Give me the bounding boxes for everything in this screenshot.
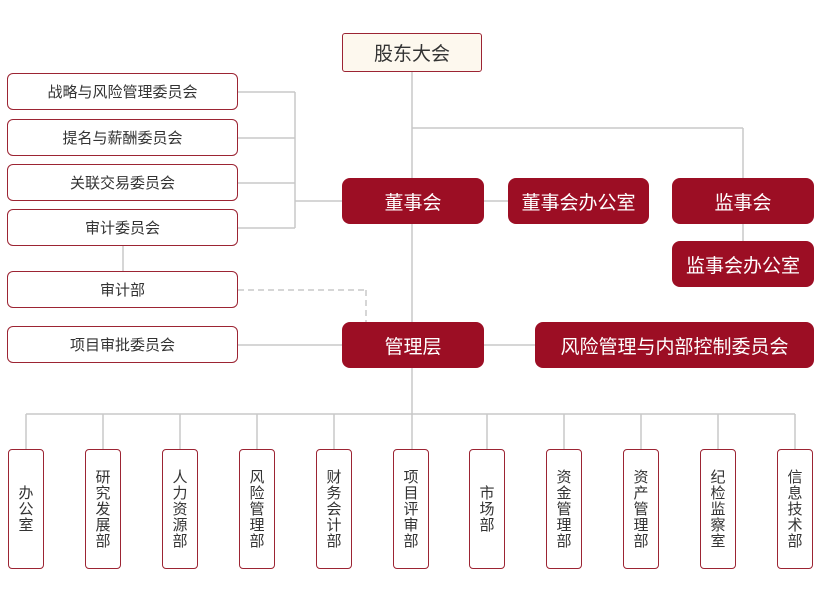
dept-project-review: 项目评审部 [393,449,429,569]
committee-label: 审计委员会 [84,219,160,237]
project-approval-committee: 项目审批委员会 [7,326,238,363]
project-approval-label: 项目审批委员会 [69,336,175,354]
audit-department-label: 审计部 [99,281,145,299]
committee-related-trade: 关联交易委员会 [7,164,238,201]
dept-label: 项目评审部 [401,469,420,549]
dept-discipline: 纪检监察室 [700,449,736,569]
supervisory-board-office: 监事会办公室 [672,241,814,287]
committee-nomination-pay: 提名与薪酬委员会 [7,119,238,156]
board-label: 董事会 [384,191,442,214]
dept-hr: 人力资源部 [162,449,198,569]
dept-label: 人力资源部 [170,469,189,549]
dept-label: 风险管理部 [247,469,266,549]
dept-research: 研究发展部 [85,449,121,569]
committee-audit: 审计委员会 [7,209,238,246]
dept-it: 信息技术部 [777,449,813,569]
dept-label: 市场部 [477,485,496,533]
dept-fund: 资金管理部 [546,449,582,569]
dept-risk: 风险管理部 [239,449,275,569]
supervisory-board: 监事会 [672,178,814,224]
management-label: 管理层 [384,335,442,358]
dept-label: 纪检监察室 [708,469,727,549]
audit-department: 审计部 [7,271,238,308]
risk-internal-control-committee: 风险管理与内部控制委员会 [535,322,814,368]
committee-label: 关联交易委员会 [69,174,175,192]
dept-label: 信息技术部 [785,469,804,549]
dept-label: 资产管理部 [631,469,650,549]
dept-label: 研究发展部 [93,469,112,549]
dept-office: 办公室 [8,449,44,569]
committee-strategy-risk: 战略与风险管理委员会 [7,73,238,110]
dept-finance: 财务会计部 [316,449,352,569]
supervisory-office-label: 监事会办公室 [685,254,800,277]
dept-label: 资金管理部 [554,469,573,549]
risk-committee-label: 风险管理与内部控制委员会 [560,335,789,358]
committee-label: 提名与薪酬委员会 [62,129,183,147]
management: 管理层 [342,322,484,368]
dept-market: 市场部 [469,449,505,569]
board-of-directors: 董事会 [342,178,484,224]
supervisory-board-label: 监事会 [714,191,772,214]
committee-label: 战略与风险管理委员会 [47,83,198,101]
dept-label: 办公室 [16,485,35,533]
dept-asset: 资产管理部 [623,449,659,569]
shareholders-meeting: 股东大会 [342,33,482,72]
board-office-label: 董事会办公室 [521,191,636,214]
dept-label: 财务会计部 [324,469,343,549]
board-office: 董事会办公室 [508,178,649,224]
shareholders-label: 股东大会 [373,43,450,65]
